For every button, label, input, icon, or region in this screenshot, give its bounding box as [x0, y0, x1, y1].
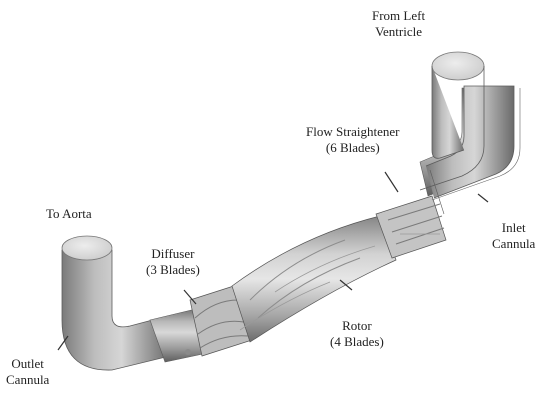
outlet-cannula-line1: Outlet [6, 356, 49, 372]
leader-flow-straightener [385, 172, 398, 192]
inlet-cannula-line2: Cannula [492, 236, 535, 252]
diffuser-line2: (3 Blades) [146, 262, 200, 278]
label-diffuser: Diffuser (3 Blades) [146, 246, 200, 278]
rotor-line1: Rotor [330, 318, 384, 334]
pump-body [150, 52, 520, 362]
to-aorta-text: To Aorta [46, 206, 92, 222]
diffuser-line1: Diffuser [146, 246, 200, 262]
from-left-ventricle-line2: Ventricle [372, 24, 425, 40]
label-outlet-cannula: Outlet Cannula [6, 356, 49, 388]
outlet-cannula-line2: Cannula [6, 372, 49, 388]
rotor-line2: (4 Blades) [330, 334, 384, 350]
label-inlet-cannula: Inlet Cannula [492, 220, 535, 252]
leader-diffuser [184, 290, 196, 304]
label-rotor: Rotor (4 Blades) [330, 318, 384, 350]
inlet-cannula-line1: Inlet [492, 220, 535, 236]
from-left-ventricle-line1: From Left [372, 8, 425, 24]
outlet-cap [62, 236, 112, 260]
flow-straightener-line1: Flow Straightener [306, 124, 400, 140]
label-from-left-ventricle: From Left Ventricle [372, 8, 425, 40]
label-to-aorta: To Aorta [46, 206, 92, 222]
leader-inlet-cannula [478, 194, 488, 202]
flow-straightener-line2: (6 Blades) [306, 140, 400, 156]
inlet-cap [432, 52, 484, 80]
label-flow-straightener: Flow Straightener (6 Blades) [306, 124, 400, 156]
